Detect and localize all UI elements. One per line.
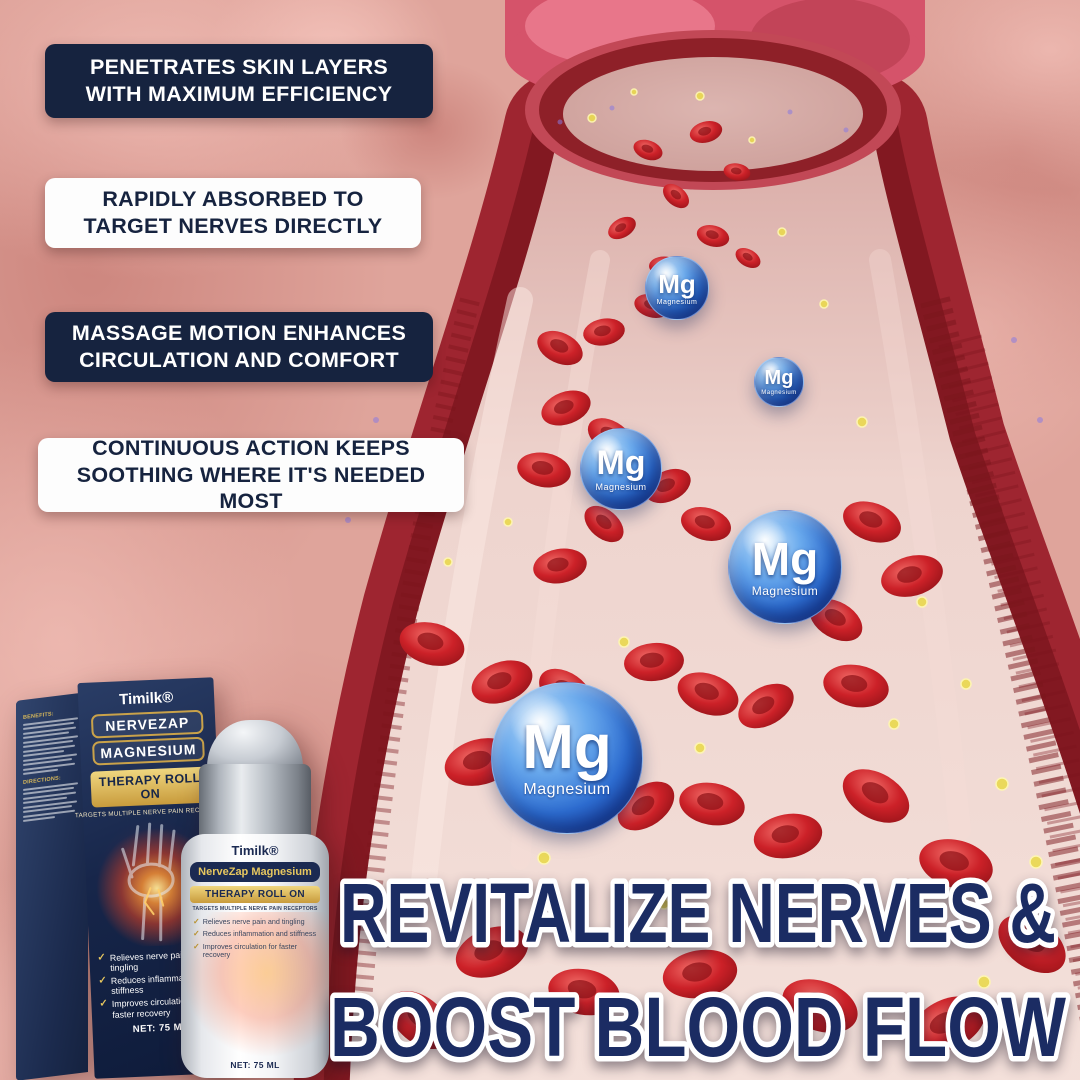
vessel-interior xyxy=(349,128,1080,1080)
headline-line-1: REVITALIZE NERVES & xyxy=(340,866,1056,960)
mg-label: Magnesium xyxy=(656,298,698,306)
product-box: BENEFITS: DIRECTIONS: Timilk® NERVEZAP M… xyxy=(14,676,242,1080)
brand-name: Timilk® xyxy=(118,688,174,709)
check-icon: ✓ xyxy=(193,917,200,926)
headline-line-2: BOOST BLOOD FLOW xyxy=(330,980,1067,1074)
mg-symbol: Mg xyxy=(658,268,696,299)
mg-label: Magnesium xyxy=(751,584,819,598)
bottle-tagline: TARGETS MULTIPLE NERVE PAIN RECEPTORS xyxy=(192,906,318,912)
magnesium-sphere-2: Mg Magnesium xyxy=(754,357,804,407)
bottle-product-name: NerveZap Magnesium xyxy=(189,862,321,882)
brand-name: Timilk® xyxy=(231,843,279,858)
vessel-opening xyxy=(525,30,901,190)
net-weight: NET: 75 ML xyxy=(230,1060,280,1070)
product-box-front: Timilk® NERVEZAP MAGNESIUM THERAPY ROLL … xyxy=(75,677,231,1079)
benefit-text: Reduces inflammation and stiffness xyxy=(202,929,317,939)
bottle-cap xyxy=(199,764,311,840)
benefit-callout-1: PENETRATES SKIN LAYERS WITH MAXIMUM EFFI… xyxy=(45,44,433,118)
bottle-label: Timilk® NerveZap Magnesium THERAPY ROLL … xyxy=(181,834,329,1078)
mg-symbol: Mg xyxy=(751,533,819,585)
magnesium-sphere-4: Mg Magnesium xyxy=(728,510,842,624)
benefit-item: ✓ Reduces inflammation and stiffness xyxy=(193,929,317,939)
mg-label: Magnesium xyxy=(523,781,611,798)
mg-symbol: Mg xyxy=(522,713,612,782)
product-bottle: Timilk® NerveZap Magnesium THERAPY ROLL … xyxy=(176,720,334,1080)
magnesium-particles xyxy=(443,88,1043,989)
sparkle-specks xyxy=(345,105,1043,523)
benefit-text: Relieves nerve pain and tingling xyxy=(202,917,305,926)
benefit-item: ✓ Improves circulation for faster recove… xyxy=(193,941,317,960)
check-icon: ✓ xyxy=(97,952,107,964)
hand-pain-illustration xyxy=(91,815,217,949)
wall-striations xyxy=(352,296,1080,1022)
mg-symbol: Mg xyxy=(596,444,646,482)
magnesium-sphere-1: Mg Magnesium xyxy=(645,256,709,320)
benefit-callout-3: MASSAGE MOTION ENHANCES CIRCULATION AND … xyxy=(45,312,433,382)
headline: REVITALIZE NERVES & BOOST BLOOD FLOW xyxy=(325,861,1073,1079)
product-box-side-panel: BENEFITS: DIRECTIONS: xyxy=(16,692,88,1080)
check-icon: ✓ xyxy=(99,998,109,1010)
benefit-callout-2: RAPIDLY ABSORBED TO TARGET NERVES DIRECT… xyxy=(45,178,421,248)
check-icon: ✓ xyxy=(193,941,200,951)
benefit-text: Improves circulation for faster recovery xyxy=(202,941,297,959)
mg-label: Magnesium xyxy=(761,390,797,396)
mg-symbol: Mg xyxy=(764,367,794,389)
bottle-subtitle: THERAPY ROLL ON xyxy=(189,886,321,903)
mg-label: Magnesium xyxy=(595,482,647,492)
benefit-callout-4: CONTINUOUS ACTION KEEPS SOOTHING WHERE I… xyxy=(38,436,464,513)
benefit-item: ✓ Relieves nerve pain and tingling xyxy=(193,917,317,926)
magnesium-sphere-5: Mg Magnesium xyxy=(491,682,643,834)
magnesium-sphere-3: Mg Magnesium xyxy=(580,428,662,510)
check-icon: ✓ xyxy=(98,975,108,987)
check-icon: ✓ xyxy=(193,929,200,939)
bottle-benefit-list: ✓ Relieves nerve pain and tingling ✓ Red… xyxy=(181,912,329,1057)
